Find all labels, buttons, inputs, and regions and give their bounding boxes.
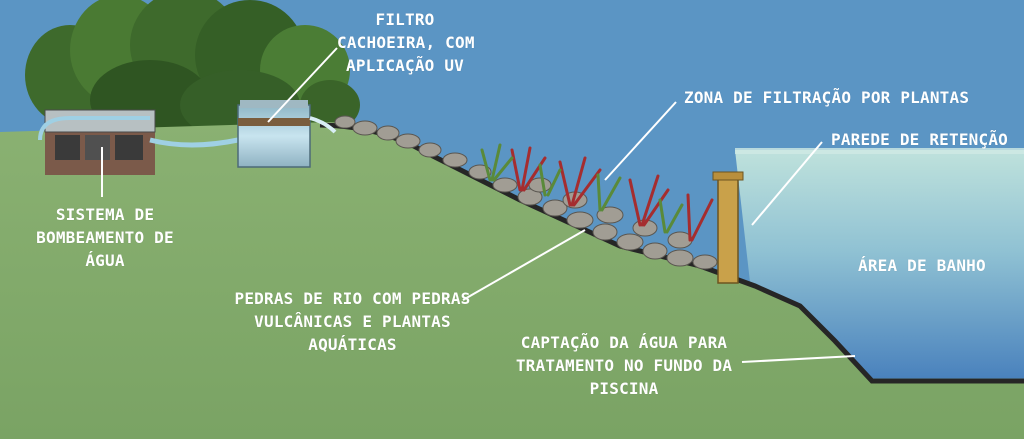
label-line: ZONA DE FILTRAÇÃO POR PLANTAS <box>684 88 970 107</box>
leader-captacao <box>741 355 856 363</box>
label-pedras-rio: PEDRAS DE RIO COM PEDRAS VULCÂNICAS E PL… <box>225 287 480 356</box>
leader-filtro <box>267 47 338 123</box>
label-line: PEDRAS DE RIO COM PEDRAS <box>234 289 471 308</box>
label-line: TRATAMENTO NO FUNDO DA <box>515 356 733 375</box>
leader-zona <box>604 101 677 181</box>
label-line: PAREDE DE RETENÇÃO <box>831 130 1008 149</box>
pump-system-illustration <box>38 109 156 175</box>
water-surface <box>735 148 1024 154</box>
label-line: PISCINA <box>589 379 659 398</box>
label-line: FILTRO <box>375 10 435 29</box>
label-line: CACHOEIRA, COM <box>337 33 475 52</box>
label-line: ÁREA DE BANHO <box>858 256 986 275</box>
label-line: APLICAÇÃO UV <box>346 56 464 75</box>
label-line: BOMBEAMENTO DE <box>36 228 174 247</box>
waterfall-filter-illustration <box>237 100 337 168</box>
label-zona-filtracao: ZONA DE FILTRAÇÃO POR PLANTAS <box>684 86 969 109</box>
leader-pedras <box>462 229 586 301</box>
label-line: AQUÁTICAS <box>308 335 397 354</box>
leader-lines <box>101 47 856 363</box>
label-line: VULCÂNICAS E PLANTAS <box>254 312 451 331</box>
water-pipe <box>149 137 239 148</box>
label-line: ÁGUA <box>85 251 125 270</box>
label-area-banho: ÁREA DE BANHO <box>858 254 986 277</box>
river-stones <box>334 115 718 270</box>
leader-parede <box>751 141 823 226</box>
bathing-water <box>735 150 1024 378</box>
aquatic-plants <box>480 143 714 242</box>
label-line: SISTEMA DE <box>55 205 155 224</box>
label-sistema-bombeamento: SISTEMA DE BOMBEAMENTO DE ÁGUA <box>30 203 180 272</box>
label-parede-retencao: PAREDE DE RETENÇÃO <box>831 128 1008 151</box>
label-captacao-agua: CAPTAÇÃO DA ÁGUA PARA TRATAMENTO NO FUND… <box>510 331 738 400</box>
label-filtro-cachoeira: FILTRO CACHOEIRA, COM APLICAÇÃO UV <box>337 8 475 77</box>
label-line: CAPTAÇÃO DA ÁGUA PARA <box>520 333 728 352</box>
retention-wall <box>712 171 744 284</box>
